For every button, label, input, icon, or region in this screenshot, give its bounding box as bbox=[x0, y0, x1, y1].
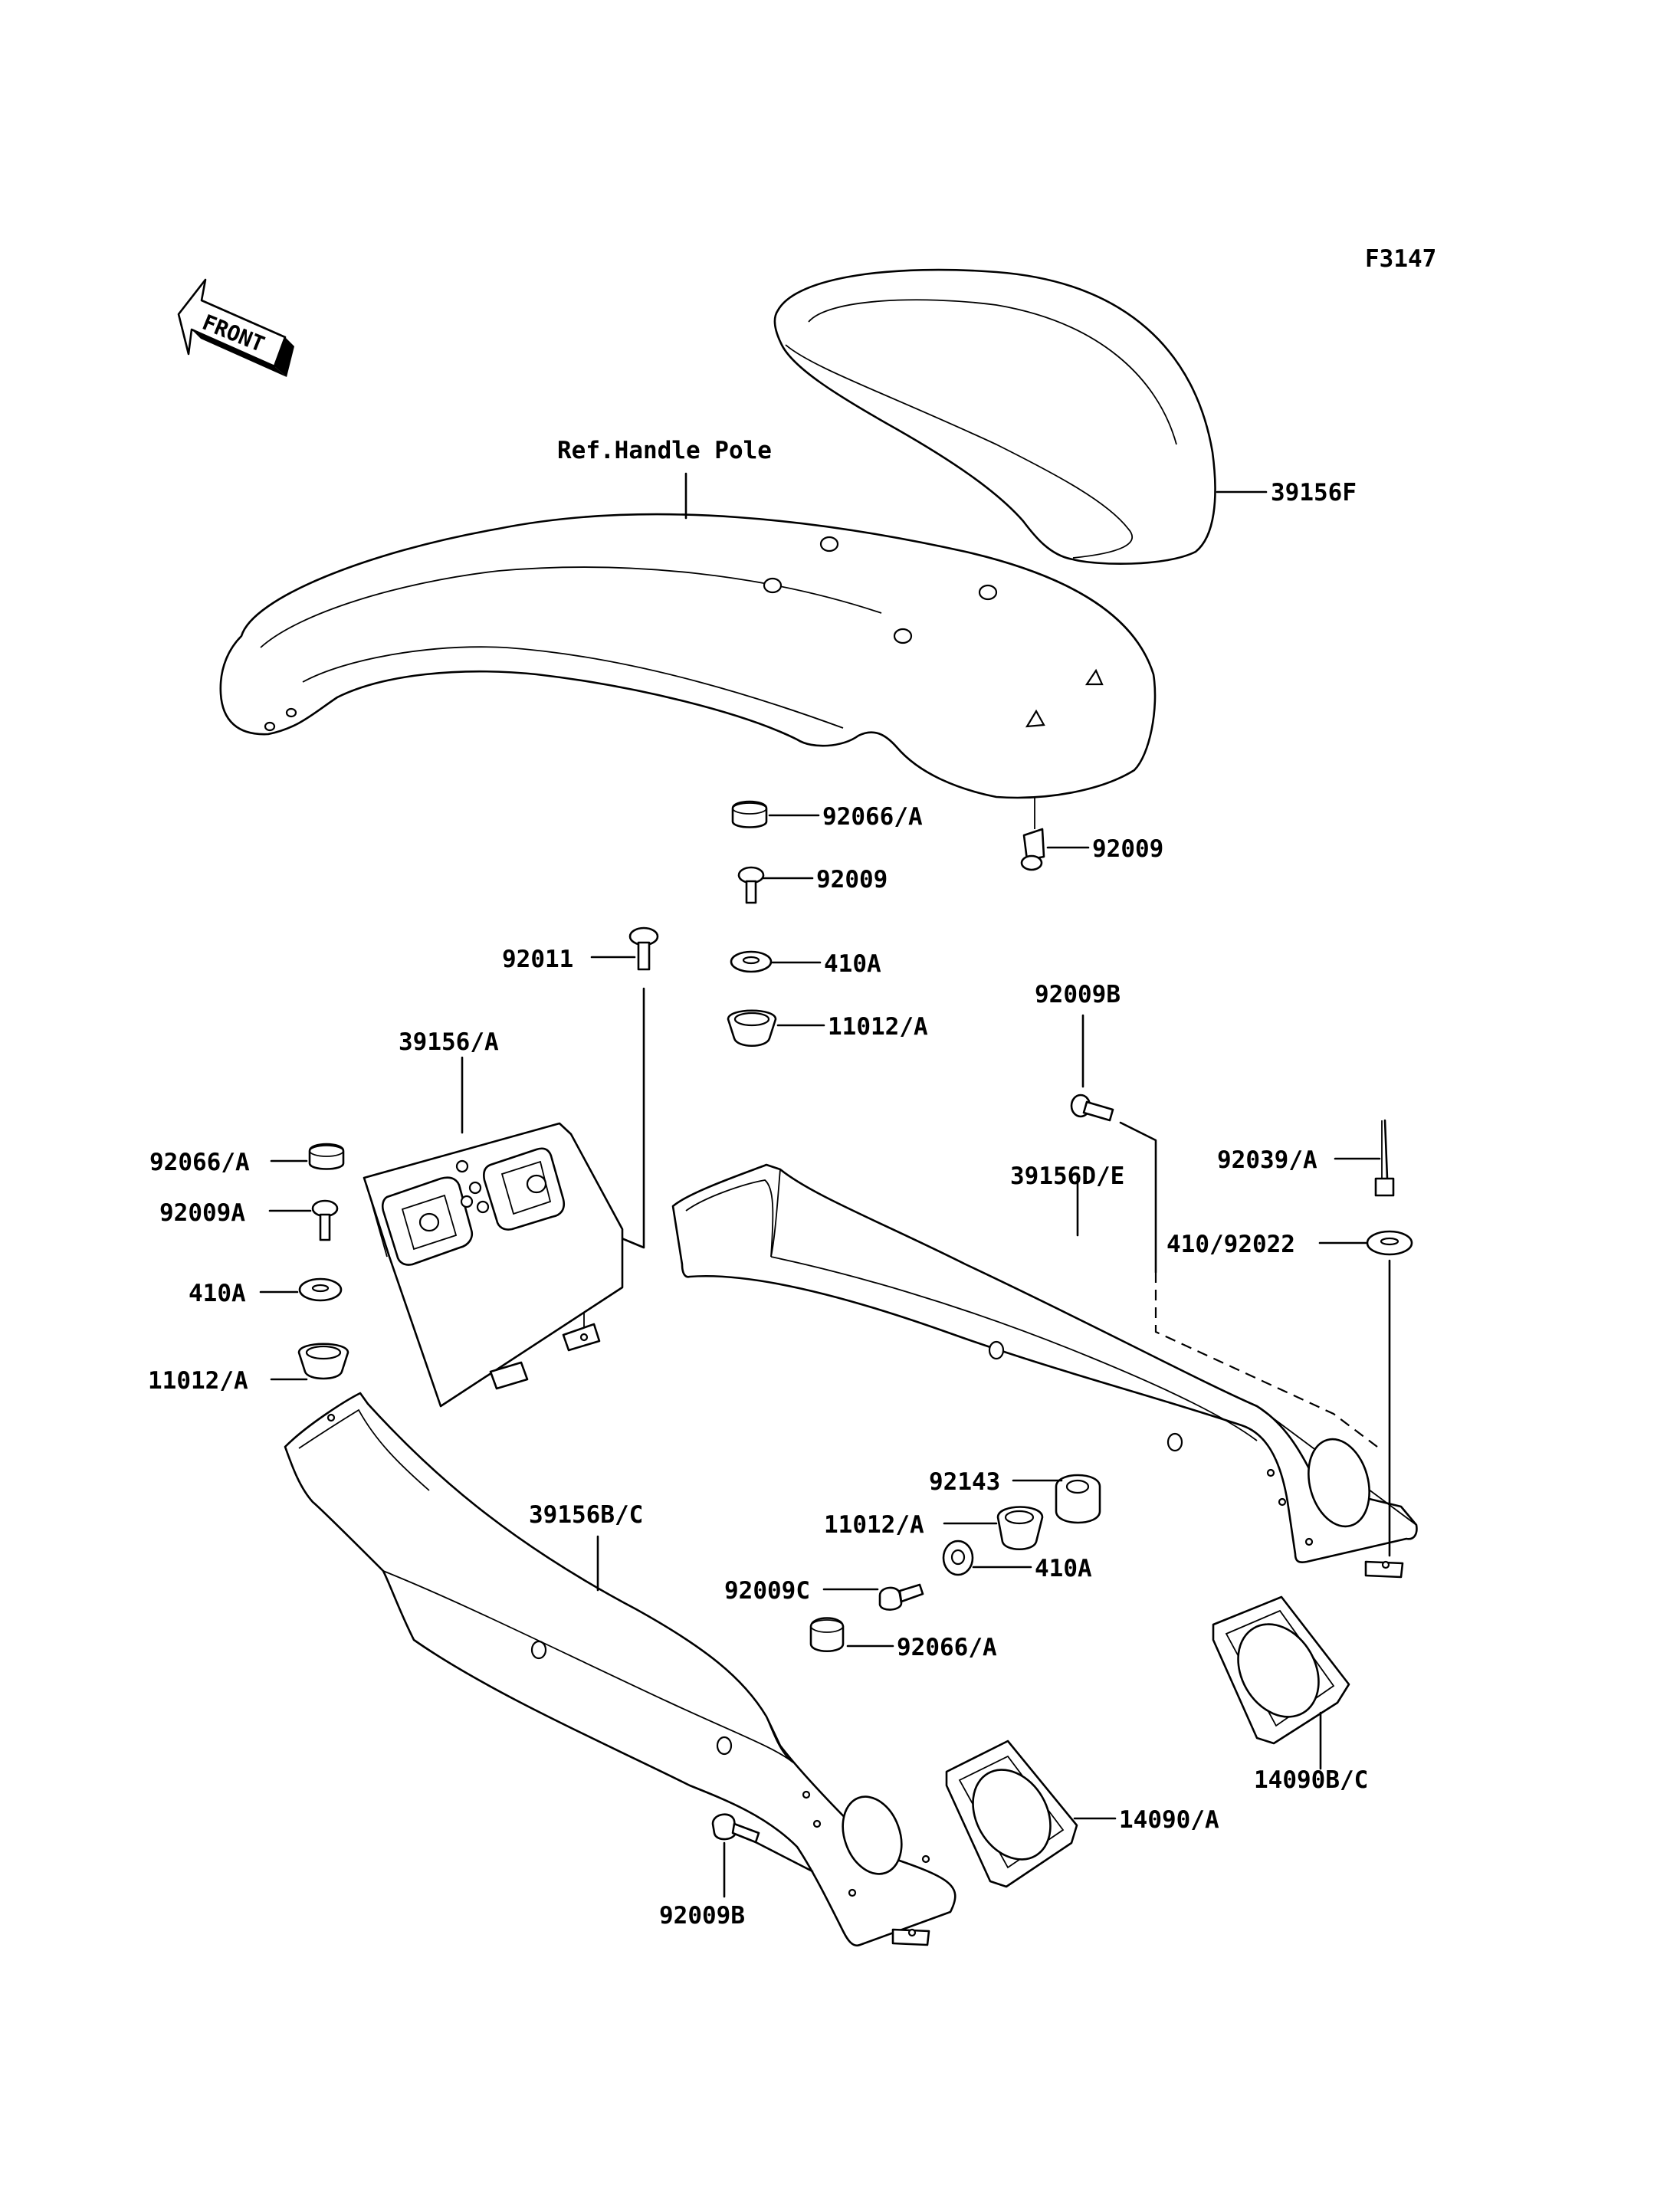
washer-410A-top bbox=[730, 950, 773, 973]
bezel-14090BC bbox=[1212, 1595, 1350, 1745]
bolt-92009-top bbox=[737, 866, 765, 904]
figure-code: F3147 bbox=[1365, 245, 1436, 273]
seat-pad-39156F bbox=[773, 268, 1216, 565]
bolt-92011 bbox=[628, 926, 659, 971]
label-spacer: 92143 bbox=[929, 1468, 1000, 1496]
label-seat-pad: 39156F bbox=[1271, 479, 1357, 507]
label-bezel-left: 14090/A bbox=[1119, 1806, 1219, 1834]
cap-92066-left bbox=[308, 1143, 345, 1170]
label-washer-top: 410A bbox=[824, 950, 881, 978]
label-grommet-left: 11012/A bbox=[148, 1367, 248, 1395]
label-cap-left: 92066/A bbox=[149, 1149, 250, 1176]
bolt-92009C bbox=[878, 1583, 924, 1611]
washer-410A-left bbox=[298, 1277, 343, 1302]
washer-410A-mid bbox=[942, 1540, 974, 1576]
bolt-92009-right bbox=[1020, 797, 1045, 871]
handle-pole bbox=[219, 513, 1157, 799]
label-bolt-b-top: 92009B bbox=[1035, 981, 1121, 1008]
bolt-92009B-top bbox=[1070, 1094, 1114, 1122]
label-pad-left: 39156B/C bbox=[529, 1501, 643, 1529]
cover-front-39156A bbox=[363, 1122, 624, 1408]
label-washer-left: 410A bbox=[189, 1280, 246, 1307]
cap-92066-top bbox=[731, 800, 768, 828]
cap-92066-mid bbox=[809, 1617, 845, 1652]
label-grommet-mid: 11012/A bbox=[824, 1511, 924, 1539]
rivet-92039A bbox=[1374, 1119, 1395, 1197]
spacer-92143 bbox=[1055, 1474, 1101, 1524]
side-pad-right-39156DE bbox=[671, 1163, 1418, 1579]
label-bolt-b-bottom: 92009B bbox=[659, 1902, 745, 1930]
grommet-11012-left bbox=[297, 1343, 349, 1380]
bolt-92009A-left bbox=[311, 1199, 339, 1241]
washer-410-92022 bbox=[1366, 1230, 1413, 1256]
label-cap-mid: 92066/A bbox=[897, 1634, 997, 1661]
label-grommet-top: 11012/A bbox=[828, 1013, 928, 1041]
bolt-92009B-bottom bbox=[711, 1813, 760, 1844]
grommet-11012-mid bbox=[996, 1506, 1044, 1551]
bezel-14090A bbox=[945, 1740, 1078, 1888]
label-cap-top: 92066/A bbox=[822, 803, 923, 831]
grommet-11012-top bbox=[727, 1009, 777, 1047]
label-bolt-right: 92009 bbox=[1092, 835, 1163, 863]
side-pad-left-39156BC bbox=[284, 1392, 956, 1947]
label-bolt-top: 92009 bbox=[816, 866, 888, 894]
label-bolt-c: 92009C bbox=[724, 1577, 810, 1605]
label-rivet: 92039/A bbox=[1217, 1146, 1317, 1174]
label-cover-front: 39156/A bbox=[399, 1028, 499, 1056]
label-bezel-right: 14090B/C bbox=[1254, 1766, 1368, 1794]
label-washer-mid: 410A bbox=[1035, 1555, 1092, 1582]
ref-note: Ref.Handle Pole bbox=[557, 437, 772, 464]
label-bolt-92011: 92011 bbox=[502, 946, 573, 973]
label-bolt-a-left: 92009A bbox=[159, 1199, 245, 1227]
front-arrow-icon: FRONT bbox=[177, 278, 294, 377]
label-pad-right: 39156D/E bbox=[1010, 1162, 1124, 1190]
label-washer-right: 410/92022 bbox=[1166, 1231, 1295, 1258]
